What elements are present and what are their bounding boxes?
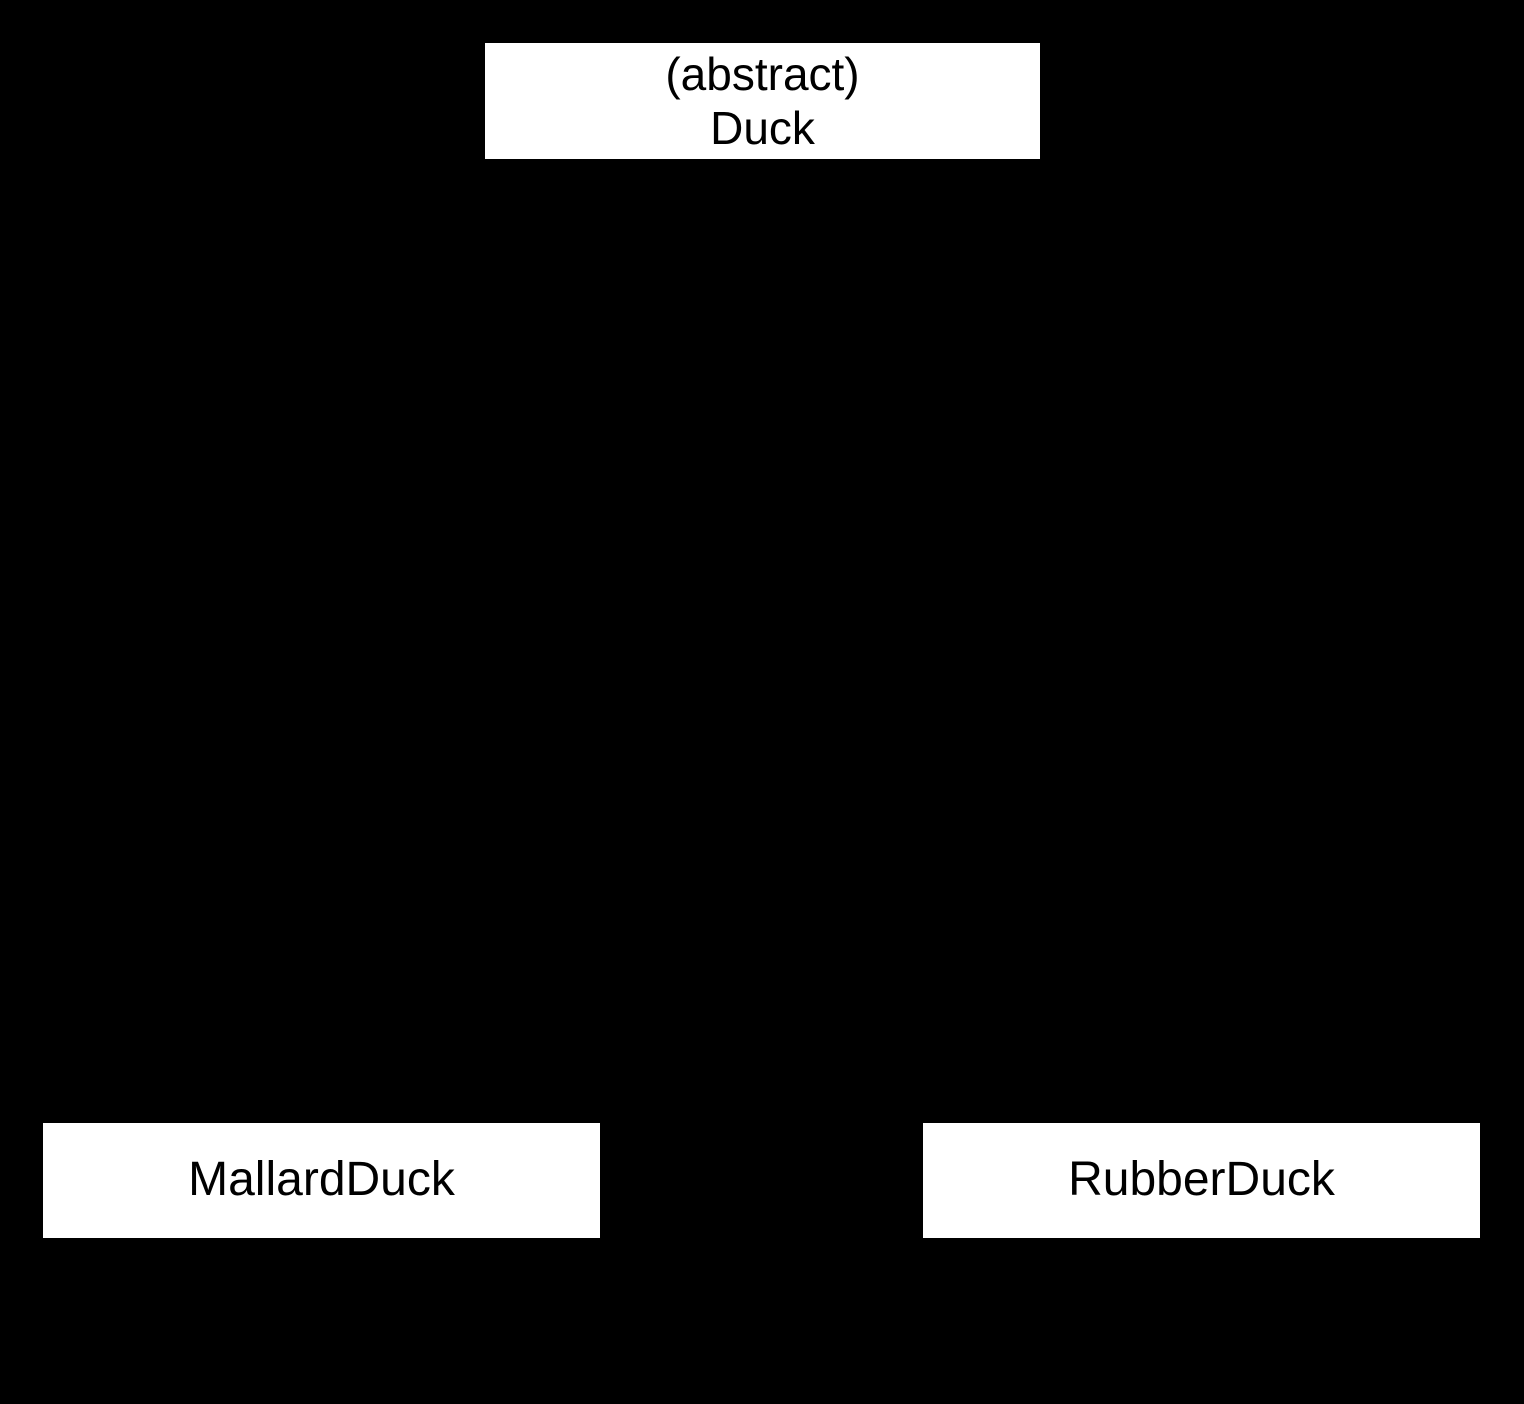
- inheritance-connector-rubberduck: [1200, 641, 1202, 1123]
- class-name-rubberduck: RubberDuck: [1068, 1153, 1335, 1207]
- inheritance-connector-crossbar: [321, 641, 1202, 643]
- inheritance-connector-mallardduck: [321, 641, 323, 1123]
- uml-class-box-duck[interactable]: (abstract) Duck: [485, 43, 1040, 159]
- class-name-duck: Duck: [710, 102, 815, 154]
- uml-class-box-rubberduck[interactable]: RubberDuck: [923, 1123, 1480, 1238]
- class-stereotype-duck: (abstract): [665, 47, 860, 100]
- uml-class-box-mallardduck[interactable]: MallardDuck: [43, 1123, 600, 1238]
- inheritance-connector-duck-stem: [761, 159, 763, 641]
- class-name-mallardduck: MallardDuck: [188, 1153, 455, 1207]
